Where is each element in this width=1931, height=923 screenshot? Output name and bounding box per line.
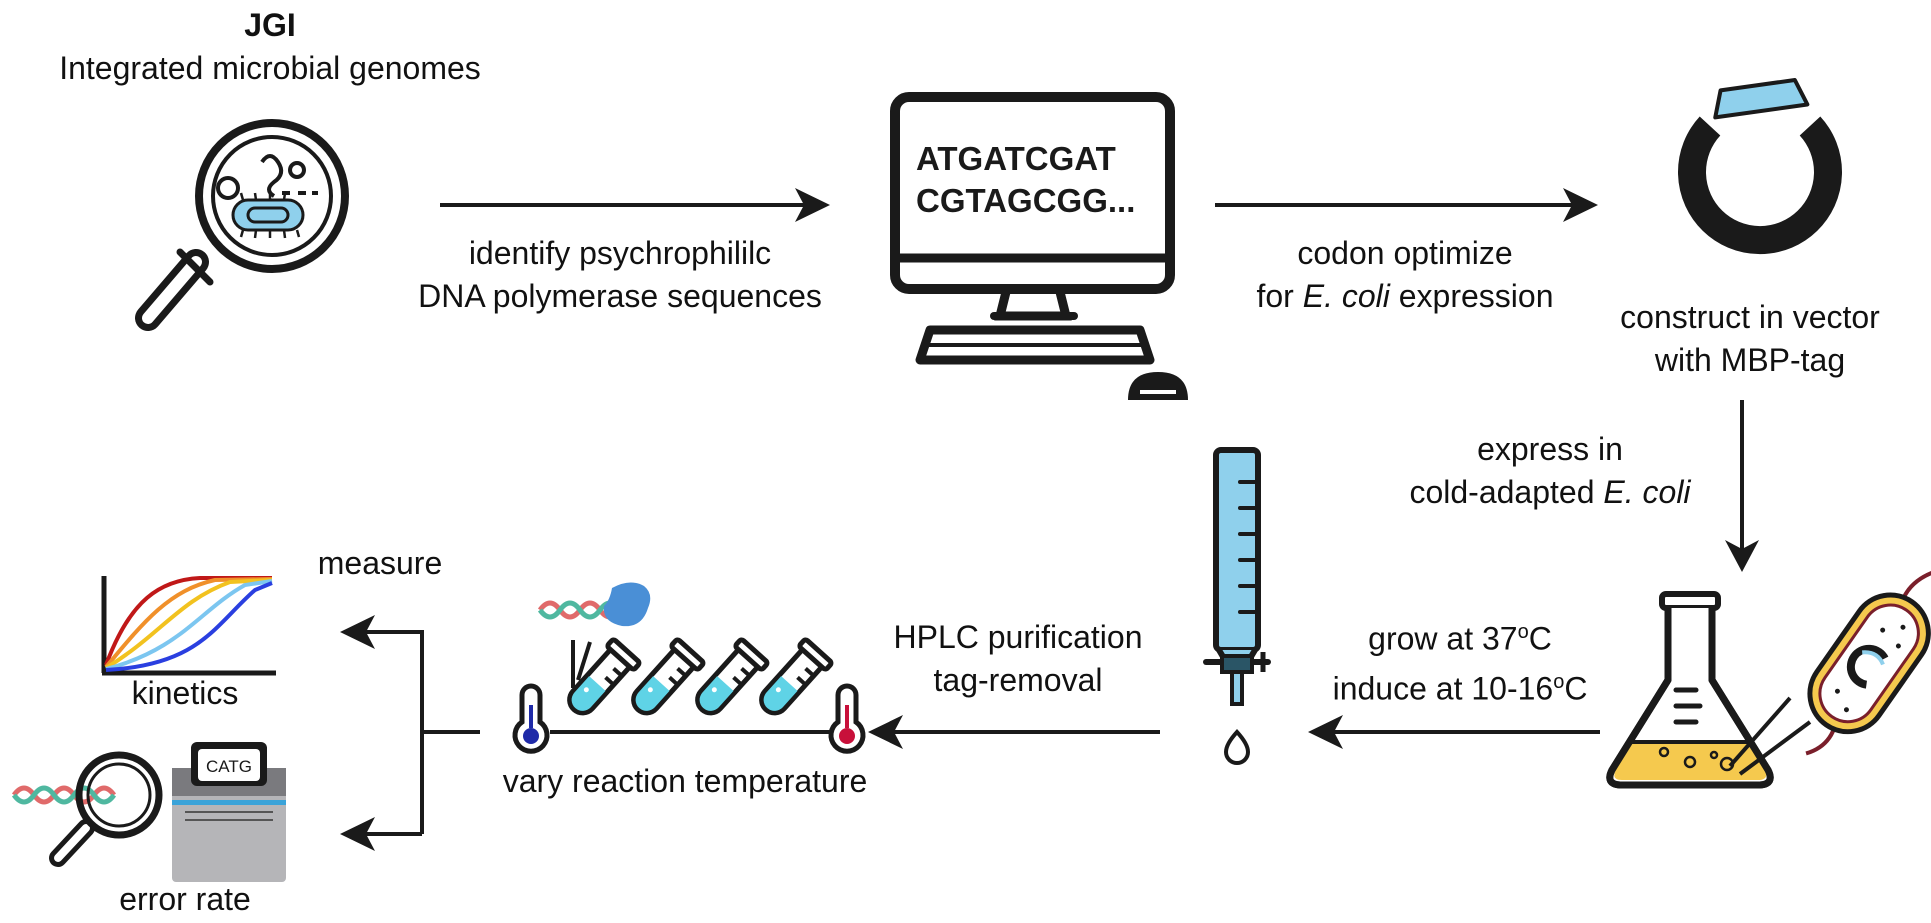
jgi-label: JGI Integrated microbial genomes	[20, 4, 520, 90]
identify-line2: DNA polymerase sequences	[418, 278, 822, 314]
flask-icon	[1606, 591, 1812, 789]
express-label: express in cold-adapted E. coli	[1360, 428, 1740, 514]
kinetics-text: kinetics	[131, 675, 239, 711]
hplc-line1: HPLC purification	[893, 619, 1143, 655]
grow-line2-sup: o	[1553, 670, 1565, 693]
grow-line1-pre: grow at 37	[1368, 620, 1518, 657]
chromatography-column-icon	[1203, 447, 1271, 765]
arrow-measure-branch	[340, 615, 480, 851]
codon-line2-pre: for	[1256, 278, 1303, 314]
identify-label: identify psychrophililc DNA polymerase s…	[380, 232, 860, 318]
construct-label: construct in vector with MBP-tag	[1580, 296, 1920, 382]
bacterium-icon	[1805, 570, 1931, 756]
grow-line1-post: C	[1528, 620, 1552, 657]
sequencer-icon	[172, 742, 286, 882]
arrow-express	[1725, 400, 1759, 572]
magnifier-dna-icon	[11, 751, 163, 867]
grow-line2: induce at 10-16oC	[1300, 661, 1620, 711]
arrow-codon	[1215, 188, 1598, 222]
measure-label: measure	[290, 542, 470, 585]
codon-line2: for E. coli expression	[1200, 275, 1610, 318]
codon-line1: codon optimize	[1297, 235, 1513, 271]
kinetics-label: kinetics	[100, 672, 270, 715]
construct-line1: construct in vector	[1620, 299, 1880, 335]
grow-label: grow at 37oC induce at 10-16oC	[1300, 611, 1620, 710]
identify-line1: identify psychrophililc	[468, 235, 772, 271]
express-line1: express in	[1477, 431, 1623, 467]
screen-sequence-line1: ATGATCGAT	[916, 140, 1116, 177]
jgi-title: JGI	[244, 7, 296, 43]
measure-text: measure	[317, 545, 443, 581]
plasmid-vector-icon	[1678, 77, 1842, 255]
grow-line1: grow at 37oC	[1300, 611, 1620, 661]
screen-sequence-line2: CGTAGCGG...	[916, 182, 1135, 219]
express-line2-pre: cold-adapted	[1409, 474, 1604, 510]
magnifier-microbe-icon	[135, 119, 349, 331]
dna-protein-icon	[537, 582, 651, 688]
hplc-line2: tag-removal	[933, 662, 1103, 698]
codon-line2-italic: E. coli	[1302, 278, 1390, 314]
sequencer-label: CATG	[206, 757, 252, 776]
arrow-hplc	[868, 715, 1160, 749]
temperature-series	[512, 582, 866, 754]
codon-label: codon optimize for E. coli expression	[1200, 232, 1610, 318]
computer-icon	[890, 92, 1188, 400]
thermometer-cold-icon	[512, 683, 550, 754]
error-rate-text: error rate	[119, 881, 251, 917]
thermometer-hot-icon	[828, 683, 866, 754]
kinetics-plot-icon	[101, 576, 276, 676]
grow-line1-sup: o	[1517, 621, 1529, 643]
express-line2-italic: E. coli	[1603, 474, 1691, 510]
error-rate-label: error rate	[90, 878, 280, 921]
arrow-grow	[1308, 715, 1600, 749]
grow-line2-pre: induce at 10-16	[1332, 670, 1554, 707]
construct-line2: with MBP-tag	[1654, 342, 1846, 378]
codon-line2-post: expression	[1389, 278, 1554, 314]
arrow-identify	[440, 188, 830, 222]
express-line2: cold-adapted E. coli	[1360, 471, 1740, 514]
vary-temperature-label: vary reaction temperature	[460, 760, 910, 803]
jgi-subtitle: Integrated microbial genomes	[59, 50, 481, 86]
vary-temperature-text: vary reaction temperature	[502, 763, 868, 799]
grow-line2-post: C	[1564, 670, 1588, 707]
hplc-label: HPLC purification tag-removal	[868, 616, 1168, 702]
